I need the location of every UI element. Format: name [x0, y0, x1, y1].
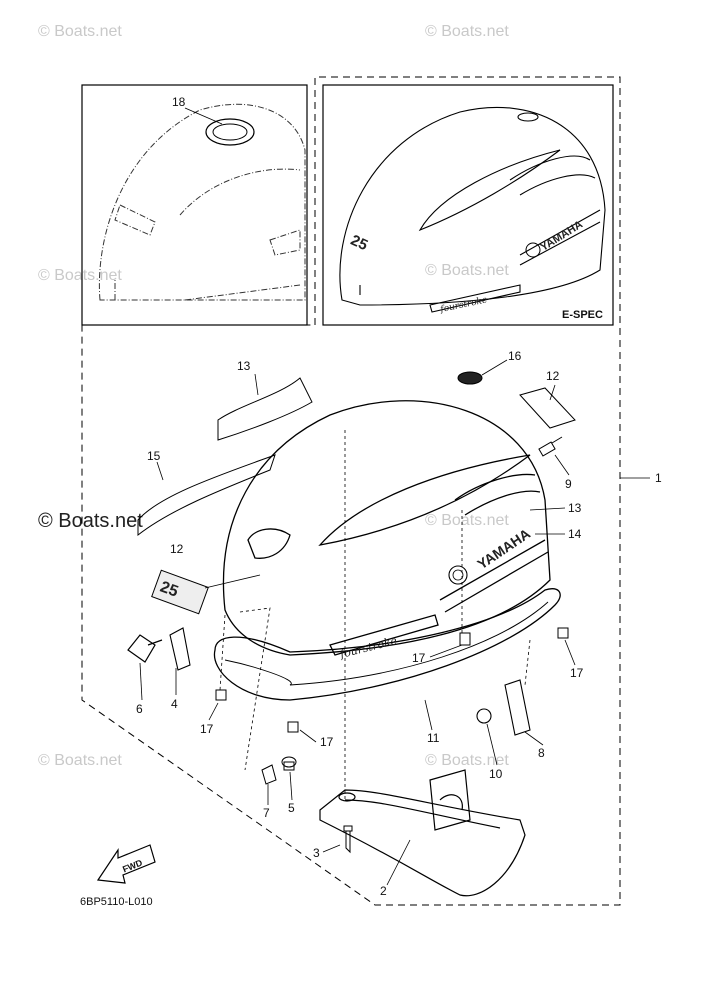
inset-frame-right [322, 84, 614, 326]
leader-lines [139, 359, 650, 886]
watermark: © Boats.net [425, 752, 509, 769]
part-12-decal-25 [151, 569, 209, 615]
part-17-clip-icon [557, 627, 569, 639]
watermarks: © Boats.net © Boats.net © Boats.net © Bo… [38, 23, 509, 769]
callout-13: 13 [568, 501, 582, 515]
part-18-cap-inner [212, 123, 248, 141]
watermark: © Boats.net [38, 267, 122, 284]
part-15-strip [137, 454, 276, 537]
part-8-bracket-icon [504, 679, 531, 736]
watermark: © Boats.net [425, 23, 509, 40]
inset-emblem-icon [525, 242, 541, 258]
watermark: © Boats.net [38, 752, 122, 769]
callout-5: 5 [288, 801, 295, 815]
callout-12: 12 [546, 369, 560, 383]
callout-6: 6 [136, 702, 143, 716]
part-7-plate-icon [261, 764, 277, 785]
callout-15: 15 [147, 449, 161, 463]
callout-16: 16 [508, 349, 522, 363]
watermark-large: © Boats.net [38, 510, 143, 532]
inset-cowling-variant [98, 103, 306, 301]
decal-model: 25 [158, 579, 181, 601]
callout-7: 7 [263, 806, 270, 820]
inset-espec-label: E-SPEC [562, 309, 603, 321]
main-top-cowling [222, 400, 551, 656]
yamaha-emblem-icon [448, 565, 468, 585]
part-16-cap-icon [457, 371, 483, 385]
callout-14: 14 [568, 527, 582, 541]
callout-13: 13 [237, 359, 251, 373]
inset-decal-series: fourstroke [439, 295, 489, 315]
watermark: © Boats.net [38, 23, 122, 40]
callout-11: 11 [427, 731, 440, 745]
part-12-label-plate [519, 387, 576, 429]
part-17-clip-icon [459, 632, 471, 646]
assembly-boundary [81, 76, 621, 906]
callout-4: 4 [171, 697, 178, 711]
fwd-arrow-icon: FWD [96, 844, 156, 884]
callout-9: 9 [565, 477, 572, 491]
callout-17: 17 [200, 722, 214, 736]
callout-3: 3 [313, 846, 320, 860]
part-11-seal [213, 588, 561, 701]
callout-17: 17 [412, 651, 426, 665]
inset-frame-left [81, 84, 308, 326]
part-10-nut-icon [476, 708, 492, 724]
decal-series: fourstroke [338, 634, 399, 661]
part-18-cap [205, 118, 255, 146]
part-11-seal-inner [224, 601, 549, 686]
callout-1: 1 [655, 471, 662, 485]
inset-decal-model: 25 [348, 232, 370, 254]
inset-cowling-espec [339, 106, 606, 313]
callout-12: 12 [170, 542, 184, 556]
callout-8: 8 [538, 746, 545, 760]
watermark: © Boats.net [425, 262, 509, 279]
callout-18: 18 [172, 95, 186, 109]
part-9-bolt-icon [538, 436, 563, 457]
leader-18 [184, 107, 223, 125]
callout-17: 17 [320, 735, 334, 749]
callout-17: 17 [570, 666, 584, 680]
part-17-clip-icon [287, 721, 299, 733]
guide-lines [219, 430, 531, 800]
part-13-strip [217, 377, 313, 441]
part-2-bottom-cowling [319, 769, 526, 897]
part-5-grommet-icon [281, 756, 297, 771]
part-4-bracket-icon [169, 627, 191, 671]
part-17-clip-icon [215, 689, 227, 701]
inset-decal-brand: YAMAHA [538, 219, 584, 254]
watermark: © Boats.net [425, 512, 509, 529]
callout-10: 10 [489, 767, 503, 781]
callout-2: 2 [380, 884, 387, 898]
yamaha-emblem-inner-icon [452, 569, 464, 581]
diagram-code: 6BP5110-L010 [80, 896, 153, 908]
part-3-screw-icon [343, 825, 353, 854]
part-6-knob-icon [127, 634, 163, 663]
